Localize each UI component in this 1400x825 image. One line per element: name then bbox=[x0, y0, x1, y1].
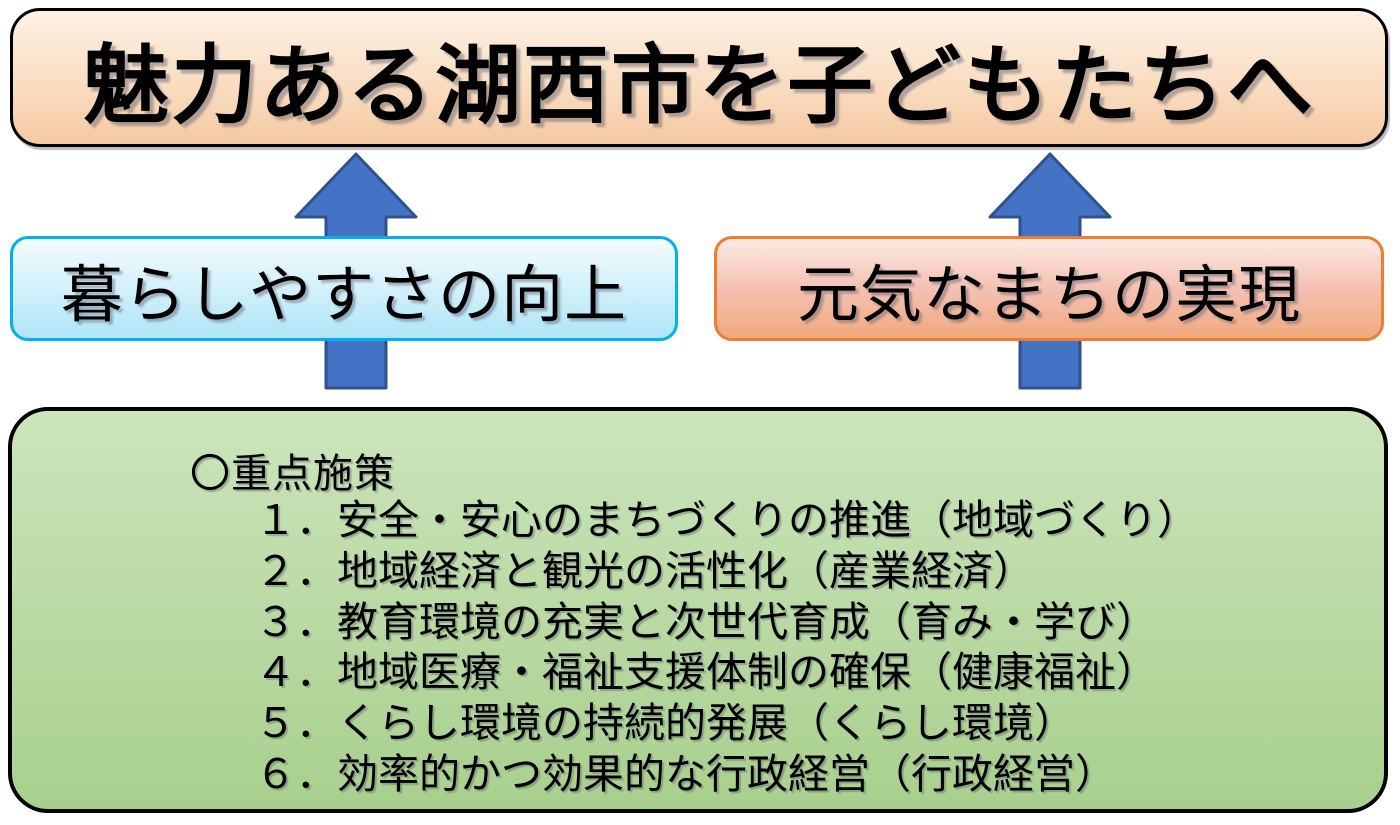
policy-item-6: ６．効率的かつ効果的な行政経営（行政経営） bbox=[255, 749, 1116, 798]
policy-item-3: ３．教育環境の充実と次世代育成（育み・学び） bbox=[255, 597, 1157, 646]
goal-box-livability: 暮らしやすさの向上 bbox=[10, 236, 678, 341]
policy-item-2: ２．地域経済と観光の活性化（産業経済） bbox=[255, 546, 1034, 595]
goal-label-livability: 暮らしやすさの向上 bbox=[60, 257, 628, 331]
priority-policies-list: １．安全・安心のまちづくりの推進（地域づくり） ２．地域経済と観光の活性化（産業… bbox=[255, 495, 1198, 800]
page-title: 魅力ある湖西市を子どもたちへ bbox=[83, 36, 1315, 136]
priority-policies-heading: 〇重点施策 bbox=[190, 451, 395, 497]
priority-policies-box: 〇重点施策 １．安全・安心のまちづくりの推進（地域づくり） ２．地域経済と観光の… bbox=[8, 407, 1388, 813]
policy-item-4: ４．地域医療・福祉支援体制の確保（健康福祉） bbox=[255, 648, 1157, 697]
title-banner: 魅力ある湖西市を子どもたちへ bbox=[10, 8, 1388, 147]
goal-box-vitality: 元気なまちの実現 bbox=[714, 236, 1384, 341]
policy-item-5: ５．くらし環境の持続的発展（くらし環境） bbox=[255, 699, 1075, 748]
policy-item-1: １．安全・安心のまちづくりの推進（地域づくり） bbox=[255, 496, 1198, 544]
goal-label-vitality: 元気なまちの実現 bbox=[796, 257, 1301, 331]
